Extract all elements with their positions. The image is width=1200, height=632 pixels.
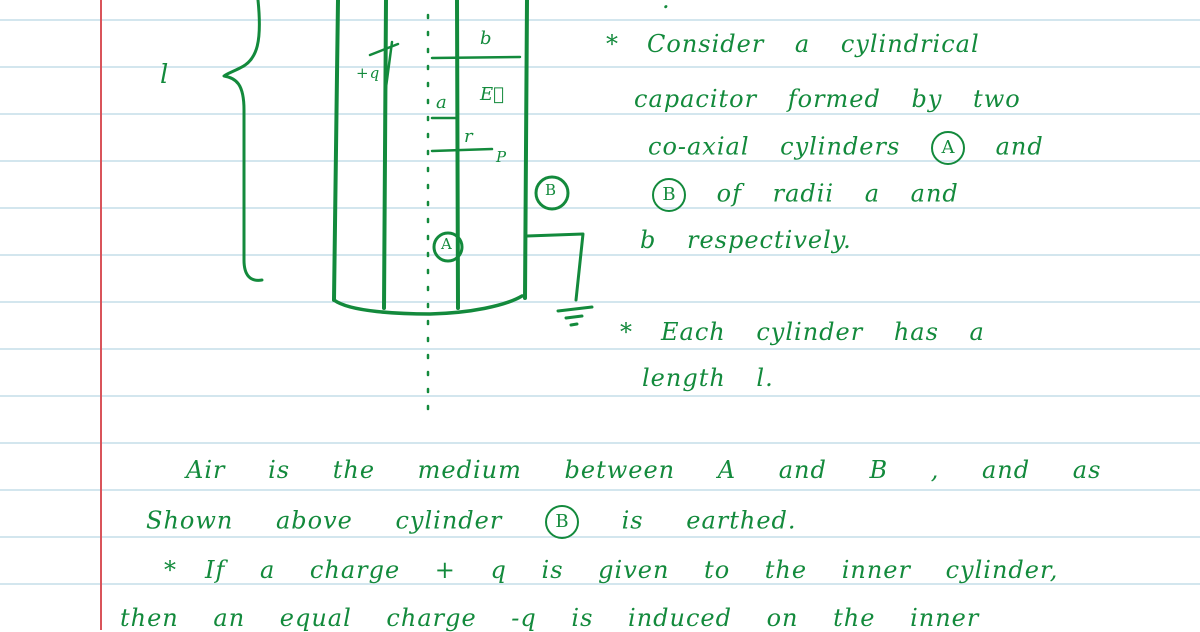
outer-cylinder-left-wall xyxy=(332,0,340,302)
paragraph-line-2: Shown above cylinder B is earthed. xyxy=(146,505,797,539)
ground-line-2 xyxy=(564,314,584,320)
paragraph-line-1: Air is the medium between A and B , and … xyxy=(186,456,1102,484)
bullet-1-line-2: capacitor formed by two xyxy=(634,85,1021,113)
length-brace xyxy=(222,0,264,282)
bullet-2-line-2: length l. xyxy=(642,364,774,392)
star-bullet-icon: * xyxy=(164,556,177,584)
charge-label: +q xyxy=(356,64,381,82)
circle-b xyxy=(534,175,570,211)
outer-cylinder-right-wall xyxy=(523,0,529,300)
note-text: co-axial cylinders xyxy=(648,132,901,161)
radius-b-line xyxy=(430,55,522,60)
star-bullet-icon: * xyxy=(620,318,633,346)
circled-b-label: B xyxy=(544,505,579,539)
note-text: If a charge + q is given to the inner cy… xyxy=(205,556,1059,584)
note-text: Shown above cylinder xyxy=(146,506,503,535)
circled-b-label: B xyxy=(652,178,686,212)
note-text: is earthed. xyxy=(621,506,797,535)
note-text: of radii a and xyxy=(716,179,959,208)
bullet-2-line-1: * Each cylinder has a xyxy=(620,318,985,346)
margin-line xyxy=(100,0,102,630)
bullet-3-line-1: * If a charge + q is given to the inner c… xyxy=(164,556,1058,584)
star-bullet-icon: * xyxy=(606,30,619,58)
radius-a-label: a xyxy=(436,92,448,113)
radius-b-label: b xyxy=(480,28,493,49)
charge-arrow xyxy=(368,40,400,97)
earth-wire xyxy=(525,232,585,302)
bullet-3-line-2: then an equal charge -q is induced on th… xyxy=(120,604,980,632)
bullet-1-line-1: * Consider a cylindrical xyxy=(606,30,980,58)
circled-a-label: A xyxy=(930,131,965,165)
note-text: Consider a cylindrical xyxy=(647,30,980,58)
distance-r-label: r xyxy=(464,126,474,147)
top-dot: . xyxy=(662,0,671,14)
length-label: l xyxy=(160,60,170,90)
distance-r-line xyxy=(430,147,494,153)
point-p-label: P xyxy=(496,148,508,166)
inner-cylinder-right-wall xyxy=(455,0,460,310)
ground-line-3 xyxy=(569,322,579,327)
bullet-1-line-3: co-axial cylinders A and xyxy=(648,131,1044,165)
outer-cylinder-label: B xyxy=(545,181,558,199)
bullet-1-line-5: b respectively. xyxy=(640,226,852,254)
bullet-1-line-4: B of radii a and xyxy=(652,178,959,212)
inner-cylinder-left-wall xyxy=(382,0,388,310)
field-label: E⃗ xyxy=(480,84,505,105)
inner-cylinder-label: A xyxy=(441,235,453,253)
note-text: Each cylinder has a xyxy=(661,318,985,346)
note-text: and xyxy=(995,132,1044,161)
circle-a xyxy=(432,231,464,263)
ground-line-1 xyxy=(556,305,594,313)
cylinder-base-curve xyxy=(332,294,524,316)
